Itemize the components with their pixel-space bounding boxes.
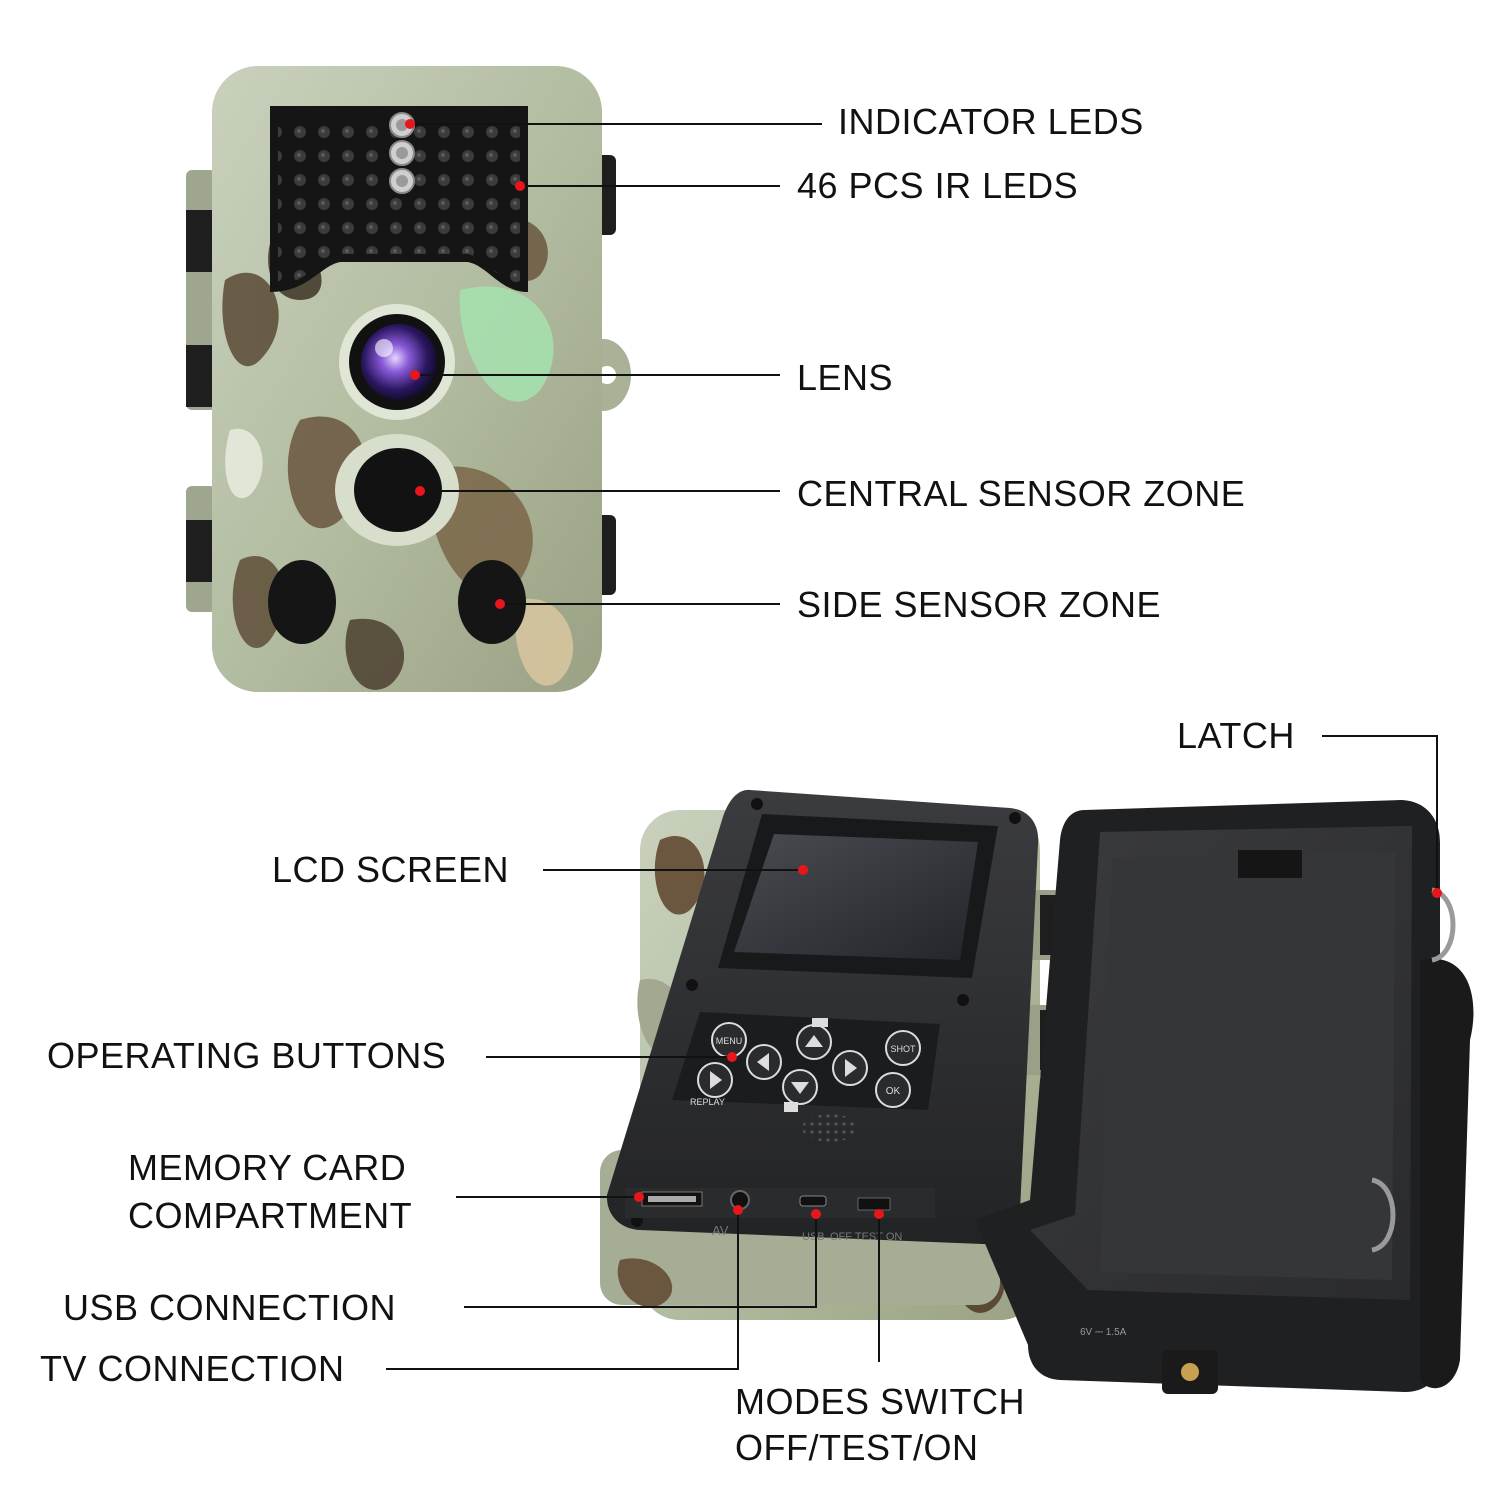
label-ir-leds: 46 PCS IR LEDS [797, 165, 1079, 206]
switch-port-label: OFF TEST ON [830, 1231, 902, 1243]
label-side-sensor-zone: SIDE SENSOR ZONE [797, 584, 1162, 625]
lens [339, 304, 455, 420]
lcd-screen [718, 814, 998, 978]
open-camera: MENU SHOT REPLAY OK [600, 789, 1474, 1394]
leader-lines [386, 123, 1438, 1370]
label-lcd-screen: LCD SCREEN [272, 849, 510, 890]
central-sensor-zone [335, 434, 459, 546]
usb-connection-line [464, 1214, 817, 1308]
label-latch: LATCH [1177, 715, 1295, 756]
label-lens: LENS [797, 357, 894, 398]
callout-dots [405, 119, 1442, 1219]
indicator-leds [389, 112, 415, 194]
front-camera [186, 66, 631, 692]
shot-button-label: SHOT [890, 1044, 916, 1054]
back-door: 6V ⎓ 1.5A [975, 800, 1474, 1394]
label-tv-connection: TV CONNECTION [40, 1348, 345, 1389]
tv-connection-line [386, 1210, 739, 1370]
operating-buttons-panel: MENU SHOT REPLAY OK [672, 1012, 940, 1112]
ok-button-label: OK [886, 1086, 901, 1097]
label-memory-card-line1: MEMORY CARD [128, 1147, 407, 1188]
label-memory-card-line2: COMPARTMENT [128, 1195, 413, 1236]
label-modes-switch-line2: OFF/TEST/ON [735, 1427, 979, 1468]
side-sensor-zones [268, 560, 526, 644]
label-modes-switch-line1: MODES SWITCH [735, 1381, 1025, 1422]
label-operating-buttons: OPERATING BUTTONS [47, 1035, 447, 1076]
menu-button-label: MENU [716, 1036, 743, 1046]
av-port-label: AV [712, 1223, 729, 1238]
label-usb-connection: USB CONNECTION [63, 1287, 397, 1328]
label-indicator-leds: INDICATOR LEDS [838, 101, 1144, 142]
power-label: 6V ⎓ 1.5A [1080, 1327, 1127, 1338]
replay-button-label: REPLAY [690, 1097, 725, 1107]
latch-line [1322, 735, 1438, 893]
label-central-sensor-zone: CENTRAL SENSOR ZONE [797, 473, 1246, 514]
usb-port-label: USB [802, 1231, 825, 1243]
